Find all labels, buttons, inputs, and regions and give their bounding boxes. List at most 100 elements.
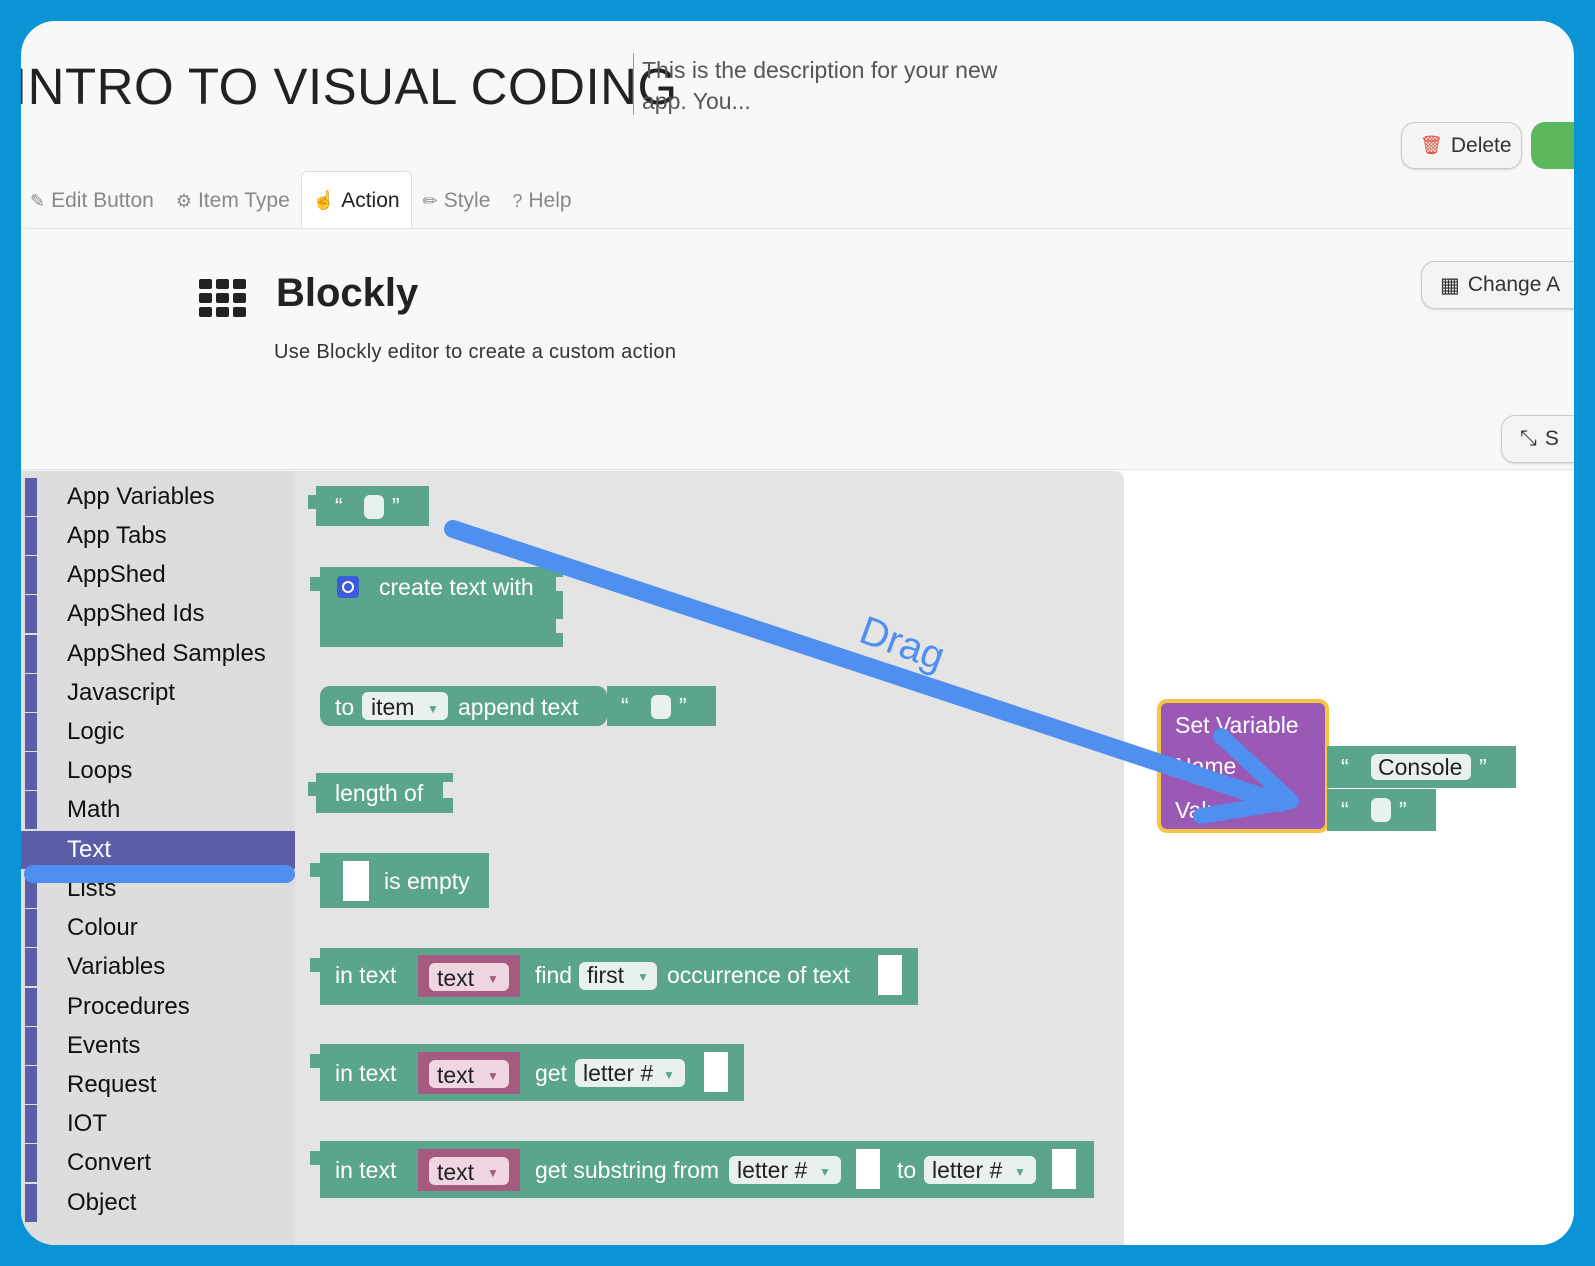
gear-icon	[337, 576, 359, 598]
toolbox-category[interactable]: App Variables	[21, 478, 295, 516]
action-title: Blockly	[276, 271, 419, 315]
svg-text:”: ”	[679, 693, 687, 719]
toolbox-category[interactable]: IOT	[21, 1105, 295, 1143]
svg-text:in text: in text	[335, 1060, 397, 1086]
svg-text:▼: ▼	[819, 1165, 831, 1179]
save-button[interactable]	[1531, 122, 1574, 169]
tab-action[interactable]: ☝ Action	[300, 171, 412, 229]
letter-mode-dropdown	[575, 1059, 685, 1087]
to-mode-dropdown	[924, 1156, 1036, 1184]
title-separator	[633, 53, 634, 115]
tab-help[interactable]: ? Help	[501, 173, 582, 229]
svg-text:to: to	[335, 694, 354, 720]
workspace-divider	[21, 469, 1574, 470]
svg-text:first: first	[587, 962, 625, 988]
append-text-block[interactable]: to item ▼ append text “ ”	[320, 686, 716, 726]
from-mode-dropdown	[729, 1156, 841, 1184]
svg-text:“: “	[335, 493, 343, 519]
toolbox-category[interactable]: AppShed Ids	[21, 595, 295, 633]
compress-icon: ⤡	[1520, 427, 1537, 450]
change-action-button[interactable]: ▦ Change A	[1421, 261, 1574, 309]
toolbox-category[interactable]: Javascript	[21, 674, 295, 712]
svg-text:text: text	[437, 1062, 475, 1088]
svg-text:▼: ▼	[663, 1068, 675, 1082]
app-window: INTRO TO VISUAL CODING This is the descr…	[21, 21, 1574, 1245]
toolbox-category[interactable]: Math	[21, 791, 295, 829]
toolbox-category[interactable]: Request	[21, 1066, 295, 1104]
cogs-icon: ⚙	[175, 190, 192, 211]
tab-item-type[interactable]: ⚙ Item Type	[165, 173, 301, 229]
toolbox-category[interactable]: Events	[21, 1027, 295, 1065]
svg-text:“: “	[1341, 754, 1349, 780]
svg-text:▼: ▼	[637, 970, 649, 984]
toolbox-category[interactable]: Variables	[21, 948, 295, 986]
tab-style[interactable]: ✏ Style	[412, 173, 502, 229]
svg-text:item: item	[371, 694, 414, 720]
is-empty-block[interactable]: is empty	[310, 853, 489, 908]
action-subtitle: Use Blockly editor to create a custom ac…	[274, 341, 677, 363]
tab-label: Style	[443, 189, 491, 212]
svg-text:”: ”	[392, 493, 400, 519]
toolbox-category[interactable]: AppShed Samples	[21, 635, 295, 673]
variable-dropdown	[362, 692, 448, 720]
toolbox-category[interactable]: Colour	[21, 909, 295, 947]
toolbox-category[interactable]: Logic	[21, 713, 295, 751]
svg-text:▼: ▼	[1014, 1165, 1026, 1179]
get-substring-block[interactable]: in text text ▼ get substring from letter…	[310, 1141, 1094, 1198]
svg-text:▼: ▼	[427, 702, 439, 716]
fullscreen-button-label: S	[1544, 427, 1559, 450]
blockly-canvas[interactable]	[1124, 471, 1574, 1245]
create-text-with-block[interactable]: create text with	[310, 567, 566, 647]
toolbox-category[interactable]: Loops	[21, 752, 295, 790]
edit-icon: ✎	[30, 190, 46, 211]
tab-edit-button[interactable]: ✎ Edit Button	[21, 173, 165, 229]
text-literal-block[interactable]: “ ”	[308, 486, 429, 526]
toolbox-category[interactable]: Object	[21, 1184, 295, 1222]
find-occurrence-block[interactable]: in text text ▼ find first ▼ occurrence o…	[310, 948, 918, 1005]
blockly-toolbox: App Variables App Tabs AppShed AppShed I…	[21, 471, 295, 1245]
length-of-block[interactable]: length of	[308, 773, 453, 813]
svg-text:occurrence of text: occurrence of text	[667, 962, 850, 988]
find-mode-dropdown	[579, 962, 657, 990]
svg-text:text: text	[437, 1159, 475, 1185]
svg-text:in text: in text	[335, 962, 397, 988]
svg-text:Set Variable: Set Variable	[1175, 712, 1299, 738]
svg-text:▼: ▼	[487, 972, 499, 986]
blockly-grid-icon	[199, 279, 246, 317]
editor-tabs: ✎ Edit Button ⚙ Item Type ☝ Action ✏ Sty…	[21, 171, 583, 229]
toolbox-category[interactable]: Convert	[21, 1144, 295, 1182]
tab-label: Action	[341, 188, 400, 212]
svg-text:▼: ▼	[487, 1069, 499, 1083]
drag-annotation: Drag	[444, 520, 1299, 824]
empty-text-block[interactable]: “ ”	[1327, 789, 1436, 831]
svg-text:▼: ▼	[487, 1166, 499, 1180]
svg-text:get substring from: get substring from	[535, 1157, 719, 1183]
trash-icon: 🗑	[1420, 135, 1443, 155]
svg-text:find: find	[535, 962, 572, 988]
toolbox-category[interactable]: App Tabs	[21, 517, 295, 555]
grid-icon: ▦	[1440, 273, 1460, 297]
hand-pointer-icon: ☝	[312, 190, 336, 210]
tab-label: Edit Button	[51, 189, 154, 212]
tabs-divider	[21, 228, 1574, 229]
app-description[interactable]: This is the description for your new app…	[642, 57, 998, 114]
change-button-label: Change A	[1467, 273, 1561, 296]
tab-label: Item Type	[197, 189, 290, 212]
toolbox-category[interactable]: Procedures	[21, 988, 295, 1026]
get-letter-block[interactable]: in text text ▼ get letter # ▼	[310, 1044, 744, 1101]
delete-button[interactable]: 🗑 Delete	[1401, 122, 1522, 169]
console-text-block[interactable]: “ Console ”	[1327, 746, 1516, 788]
svg-text:to: to	[897, 1157, 916, 1183]
svg-text:“: “	[1341, 797, 1349, 823]
fullscreen-button[interactable]: ⤡ S	[1501, 415, 1574, 463]
pencil-icon: ✏	[422, 190, 438, 211]
svg-text:”: ”	[1399, 797, 1407, 823]
svg-text:create text with: create text with	[379, 574, 534, 600]
tab-label: Help	[528, 189, 572, 212]
toolbox-category-selected[interactable]: Text	[21, 831, 295, 869]
toolbox-category[interactable]: AppShed	[21, 556, 295, 594]
svg-text:“: “	[621, 693, 629, 719]
svg-text:”: ”	[1479, 754, 1487, 780]
app-title: INTRO TO VISUAL CODING	[21, 58, 678, 115]
